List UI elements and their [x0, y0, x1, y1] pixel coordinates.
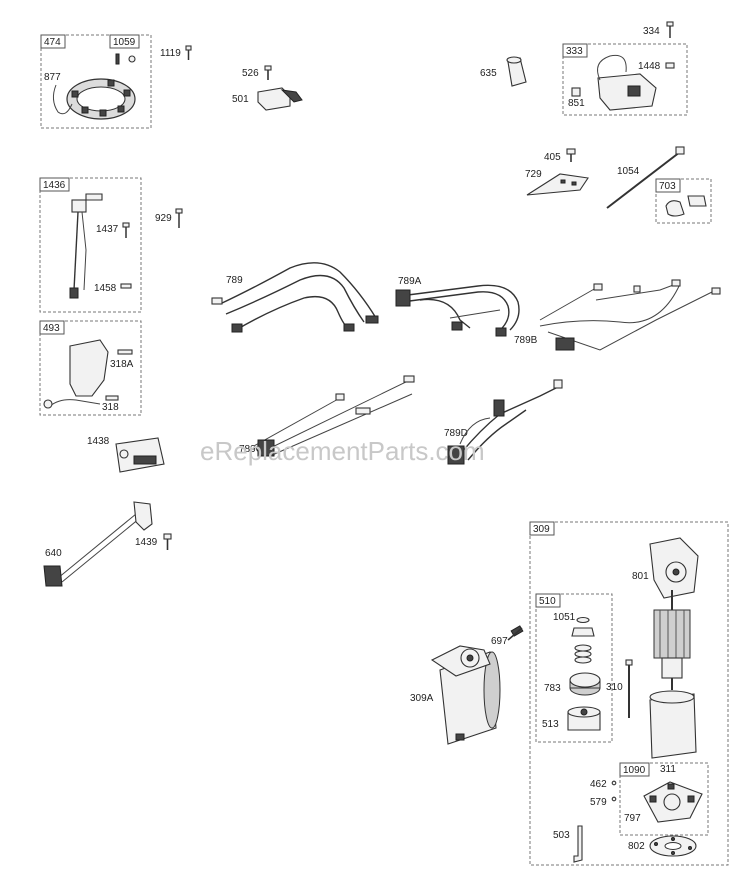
armature-part	[653, 590, 691, 690]
clip-1448-part	[665, 62, 675, 69]
bolt-697-part	[507, 625, 524, 641]
label-334: 334	[643, 26, 660, 37]
label-802: 802	[628, 841, 645, 852]
alternator-ring-part	[52, 78, 136, 120]
label-474: 474	[44, 37, 61, 48]
screw-1059-part	[115, 53, 136, 65]
label-1059: 1059	[113, 37, 136, 48]
label-789C: 789C	[239, 444, 263, 455]
spring-part	[574, 644, 592, 664]
harness-789A-part	[395, 284, 520, 337]
bolt-1119-part	[185, 45, 192, 60]
group-474-box	[40, 34, 152, 129]
label-703: 703	[659, 181, 676, 192]
end-cap-801-part	[649, 537, 699, 599]
screw-405-part	[566, 148, 576, 162]
label-318: 318	[102, 402, 119, 413]
label-789D: 789D	[444, 428, 468, 439]
label-729: 729	[525, 169, 542, 180]
label-405: 405	[544, 152, 561, 163]
label-635: 635	[480, 68, 497, 79]
label-462: 462	[590, 779, 607, 790]
lead-640-part	[43, 501, 153, 587]
module-1438-part	[115, 437, 165, 473]
label-877: 877	[44, 72, 61, 83]
screw-318A-part	[117, 349, 133, 355]
frame-housing-part	[649, 690, 697, 759]
retainer-1051-part	[571, 616, 595, 637]
drive-nut-513-part	[567, 706, 601, 731]
label-510: 510	[539, 596, 556, 607]
group-1436-box	[39, 177, 142, 313]
label-789A: 789A	[398, 276, 422, 287]
ignition-module-333-part	[571, 54, 657, 111]
label-513: 513	[542, 719, 559, 730]
brush-spring-part	[611, 780, 617, 802]
label-309: 309	[533, 524, 550, 535]
label-1436: 1436	[43, 180, 66, 191]
label-501: 501	[232, 94, 249, 105]
brush-holder-797-part	[643, 781, 703, 823]
screw-318-part	[105, 395, 119, 401]
label-783: 783	[544, 683, 561, 694]
label-493: 493	[43, 323, 60, 334]
starter-motor-309A-part	[430, 645, 501, 745]
screw-929-part	[175, 208, 183, 228]
label-526: 526	[242, 68, 259, 79]
label-579: 579	[590, 797, 607, 808]
label-640: 640	[45, 548, 62, 559]
screw-526-part	[264, 65, 272, 80]
kill-switch-harness-1436-part	[69, 193, 103, 299]
label-503: 503	[553, 830, 570, 841]
label-851: 851	[568, 98, 585, 109]
watermark-text: eReplacementParts.com	[200, 436, 485, 466]
harness-789D-part	[447, 379, 563, 465]
screw-1439-part	[163, 533, 172, 550]
label-789: 789	[226, 275, 243, 286]
label-1439: 1439	[135, 537, 158, 548]
label-1051: 1051	[553, 612, 576, 623]
label-1119: 1119	[160, 48, 181, 59]
label-1458: 1458	[94, 283, 117, 294]
screw-334-part	[666, 21, 674, 38]
group-493-box	[39, 320, 142, 416]
group-333-box	[562, 43, 688, 116]
strap-503-part	[573, 825, 583, 863]
label-789B: 789B	[514, 335, 538, 346]
label-697: 697	[491, 636, 508, 647]
label-309A: 309A	[410, 693, 434, 704]
label-929: 929	[155, 213, 172, 224]
group-309-box	[529, 521, 729, 866]
label-311: 311	[660, 764, 676, 775]
washer-802-part	[649, 835, 697, 857]
harness-789C-part	[253, 375, 415, 457]
group-703-box	[655, 178, 712, 224]
rectifier-501-part	[257, 87, 303, 111]
screw-1437-part	[122, 222, 130, 238]
label-797: 797	[624, 813, 641, 824]
pinion-gear-783-part	[569, 672, 601, 696]
label-1090: 1090	[623, 765, 646, 776]
label-1438: 1438	[87, 436, 110, 447]
cable-tie-1054-part	[606, 146, 685, 209]
label-1437: 1437	[96, 224, 119, 235]
clamp-703-part	[665, 195, 707, 217]
label-1054: 1054	[617, 166, 640, 177]
harness-789B-part	[539, 279, 721, 351]
label-318A: 318A	[110, 359, 134, 370]
bracket-493-part	[43, 339, 109, 409]
harness-789-part	[211, 262, 379, 333]
boot-635-part	[506, 56, 527, 87]
thru-bolt-310-part	[625, 659, 633, 718]
shield-729-part	[526, 173, 589, 196]
terminal-1458-part	[120, 283, 132, 289]
label-801: 801	[632, 571, 649, 582]
label-1448: 1448	[638, 61, 661, 72]
label-310: 310	[606, 682, 623, 693]
label-333: 333	[566, 46, 583, 57]
group-510-box	[535, 593, 613, 743]
